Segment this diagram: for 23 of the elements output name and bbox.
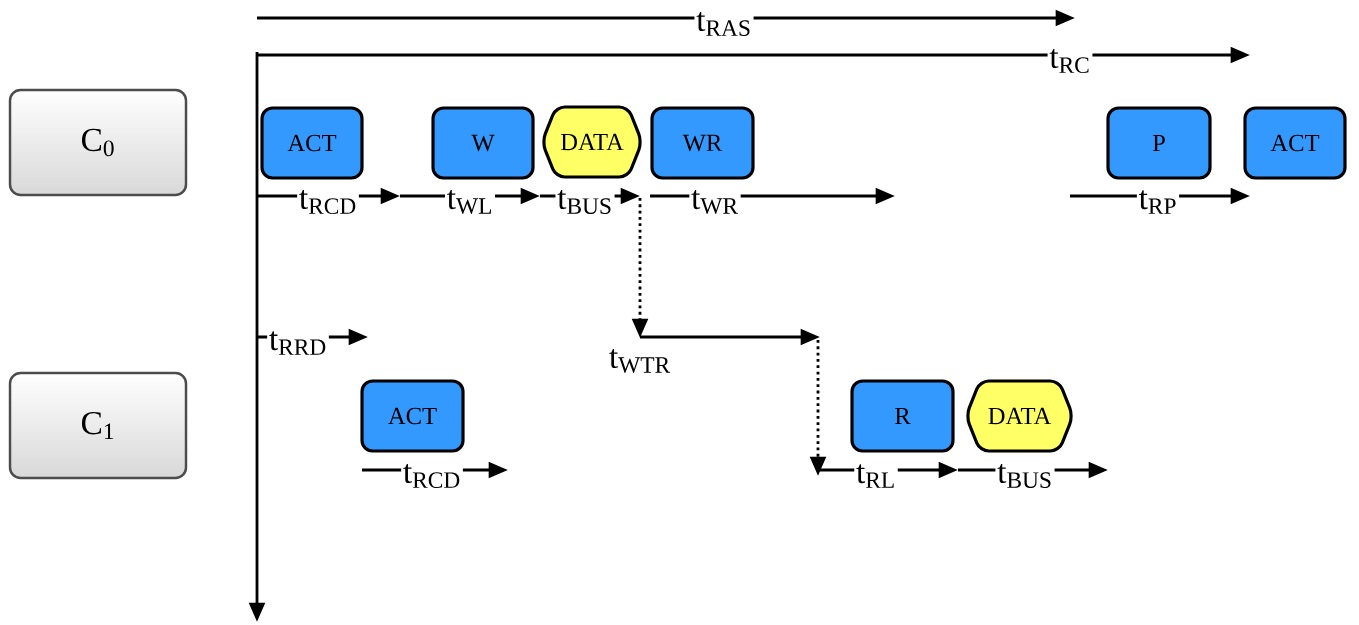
data-hexagon: DATA [966,379,1073,453]
timing-label: t$_{RRD}$ [267,329,329,357]
command-box: ACT [1243,106,1347,180]
data-hexagon: DATA [542,105,642,179]
command-box: ACT [260,106,364,180]
timing-label: t$_{RP}$ [1136,188,1180,216]
timing-label: t$_{WL}$ [445,188,495,216]
timing-label: t$_{RCD}$ [401,462,463,490]
channel-box: C$_{0}$ [8,88,188,197]
timing-label: t$_{RL}$ [854,462,898,490]
command-box: WR [650,106,755,180]
timing-label: t$_{RAS}$ [694,10,754,38]
command-box: W [431,106,535,180]
command-box: ACT [360,379,465,453]
timing-label: t$_{BUS}$ [555,188,615,216]
timing-label: t$_{RCD}$ [297,188,359,216]
timing-label: t$_{WTR}$ [607,347,673,375]
timing-label: t$_{BUS}$ [995,462,1055,490]
command-box: R [850,379,955,453]
timing-label: t$_{RC}$ [1047,47,1093,75]
channel-box: C$_{1}$ [8,371,188,480]
command-box: P [1106,106,1212,180]
timing-label: t$_{WR}$ [689,188,741,216]
